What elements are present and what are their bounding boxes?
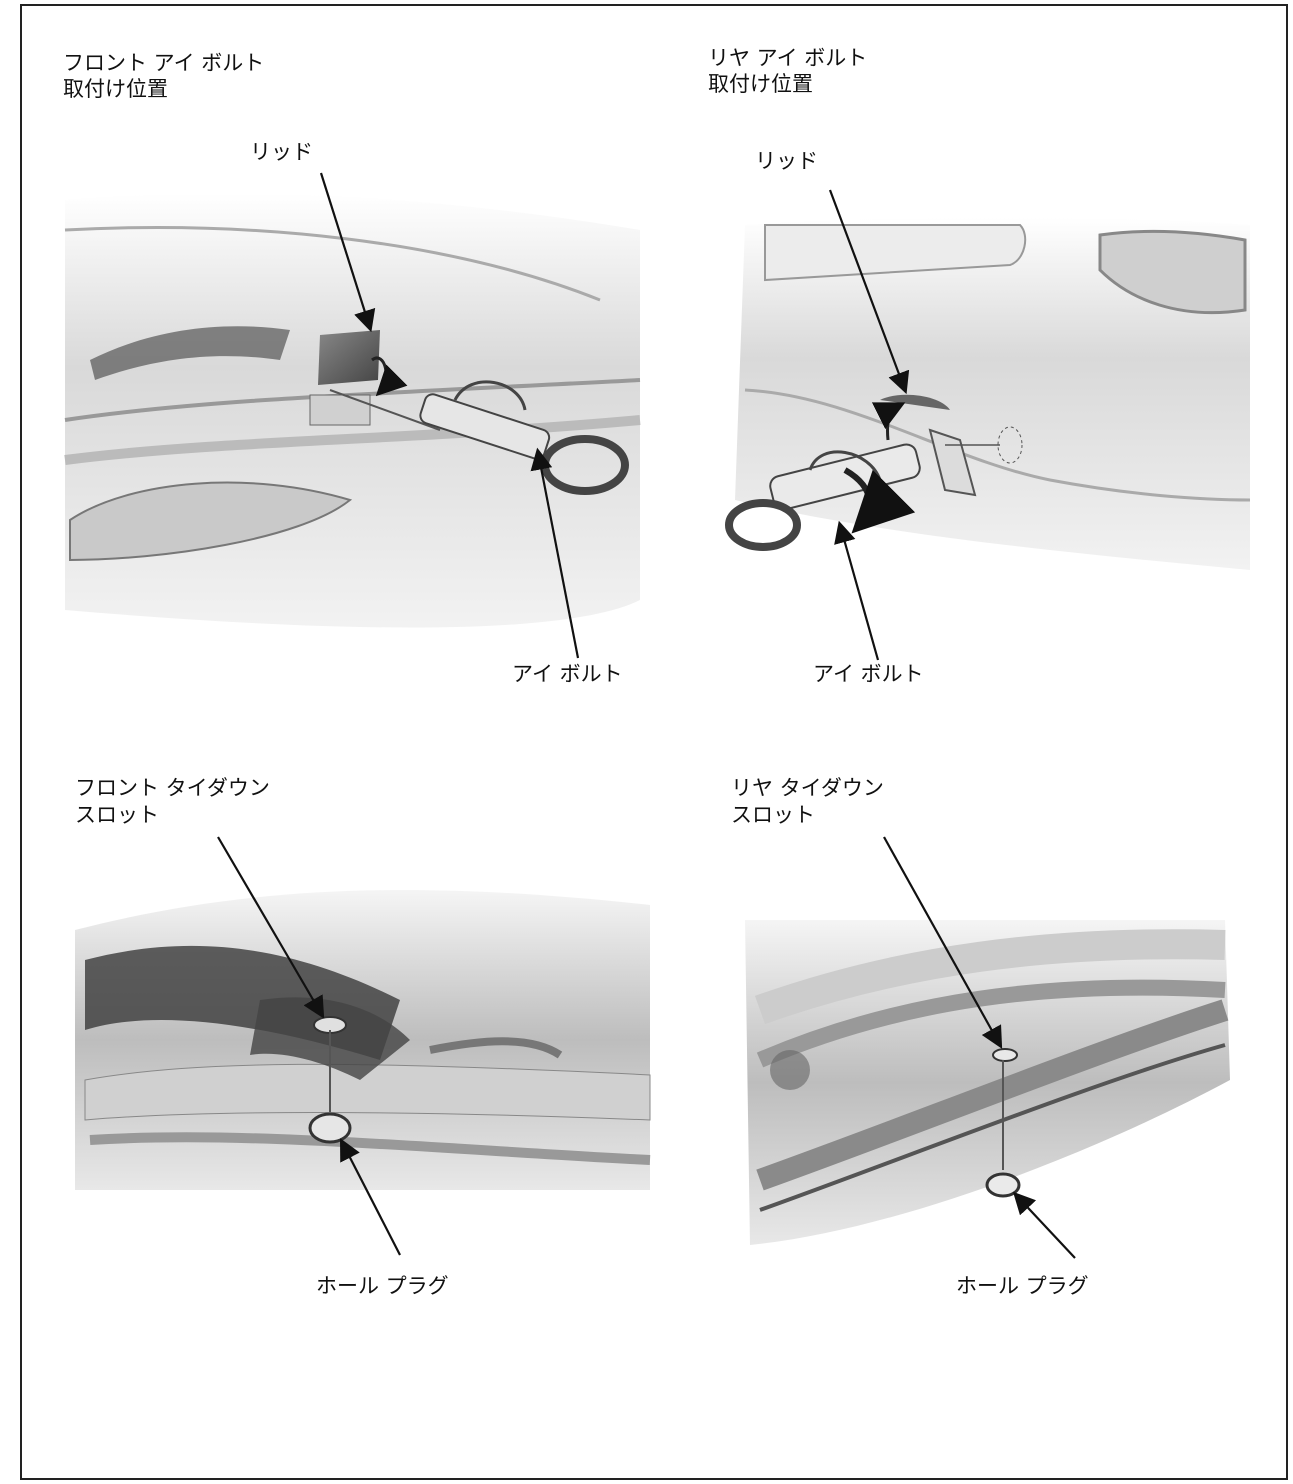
rear-eye-bolt-subtitle: 取付け位置 bbox=[708, 71, 813, 97]
rear-tiedown-title: リヤ タイダウン bbox=[731, 775, 884, 801]
rear-eye-bolt-illustration bbox=[729, 190, 1250, 660]
rear-tiedown-subtitle: スロット bbox=[731, 802, 815, 828]
rear-eye-bolt-label: アイ ボルト bbox=[813, 661, 924, 687]
front-lid-label: リッド bbox=[250, 139, 313, 165]
front-hole-plug-label: ホール プラグ bbox=[316, 1273, 449, 1299]
front-tiedown-subtitle: スロット bbox=[75, 802, 159, 828]
front-eye-bolt-label: アイ ボルト bbox=[512, 661, 623, 687]
front-eye-bolt-illustration bbox=[65, 173, 640, 658]
front-eye-bolt-subtitle: 取付け位置 bbox=[63, 76, 168, 102]
front-tiedown-title: フロント タイダウン bbox=[75, 775, 270, 801]
front-tiedown-illustration bbox=[75, 837, 650, 1255]
rear-eye-bolt-title: リヤ アイ ボルト bbox=[708, 45, 867, 71]
rear-tiedown-illustration bbox=[745, 837, 1230, 1258]
front-eye-bolt-title: フロント アイ ボルト bbox=[63, 50, 264, 76]
rear-lid-label: リッド bbox=[755, 148, 818, 174]
rear-hole-plug-label: ホール プラグ bbox=[956, 1273, 1089, 1299]
